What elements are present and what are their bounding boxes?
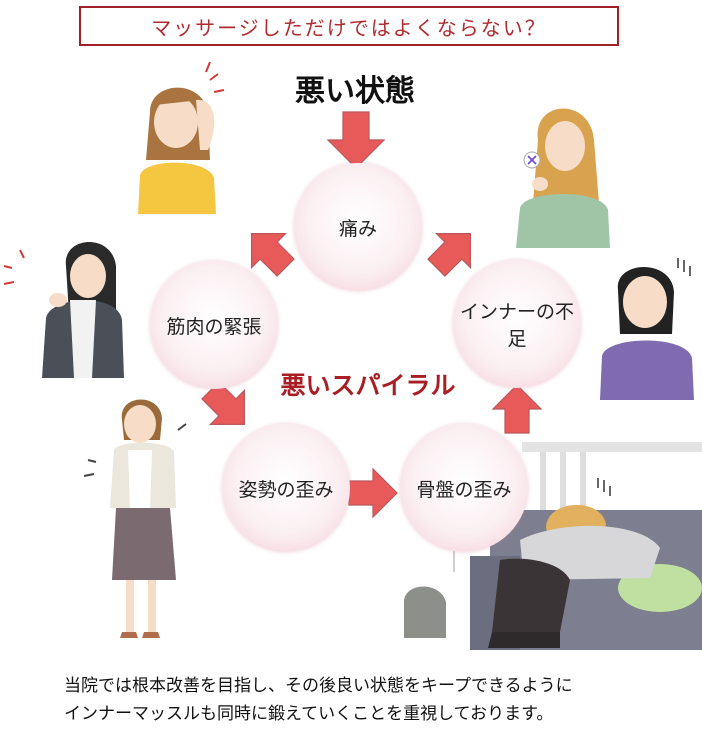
bad-state-heading: 悪い状態 [295, 74, 415, 109]
cycle-node-posture-distortion: 姿勢の歪み [222, 424, 350, 552]
shoulder-pain-woman-icon [3, 241, 124, 378]
cycle-node-muscle-tension-label: 筋肉の緊張 [166, 315, 262, 338]
arrow-pelvis-to-inner-icon [491, 384, 543, 434]
cycle-node-pain: 痛み [294, 163, 422, 291]
back-pain-woman-icon [83, 399, 187, 638]
collapsed-woman-bed-icon [403, 440, 702, 650]
cycle-node-pelvis-distortion: 骨盤の歪み [400, 424, 528, 552]
cycle-node-muscle-tension: 筋肉の緊張 [150, 261, 278, 389]
arrow-pain-to-muscle-icon [251, 233, 295, 277]
down-arrow-icon [326, 111, 386, 169]
footer-line-1: 当院では根本改善を目指し、その後良い状態をキープできるように [64, 676, 573, 696]
cycle-node-inner-lack-label: インナーの不足 [459, 301, 574, 350]
title-text: マッサージしただけではよくならない？ [151, 15, 547, 40]
thinking-woman-icon [516, 108, 610, 248]
cycle-node-pain-label: 痛み [338, 217, 377, 240]
title-banner: マッサージしただけではよくならない？ [79, 6, 619, 46]
arrow-inner-to-pain-icon [427, 233, 471, 277]
tired-woman-icon [600, 258, 694, 400]
spiral-label: 悪いスパイラル [280, 371, 456, 400]
cycle-node-inner-lack: インナーの不足 [453, 260, 581, 388]
footer-line-2: インナーマッスルも同時に鍛えていくことを重視しております。 [64, 704, 554, 724]
cycle-node-pelvis-distortion-label: 骨盤の歪み [416, 478, 512, 501]
cycle-node-posture-distortion-label: 姿勢の歪み [238, 478, 334, 501]
footer-description: 当院では根本改善を目指し、その後良い状態をキープできるように インナーマッスルも… [64, 672, 684, 728]
arrow-posture-to-pelvis-icon [348, 467, 398, 519]
headache-woman-icon [138, 61, 225, 214]
